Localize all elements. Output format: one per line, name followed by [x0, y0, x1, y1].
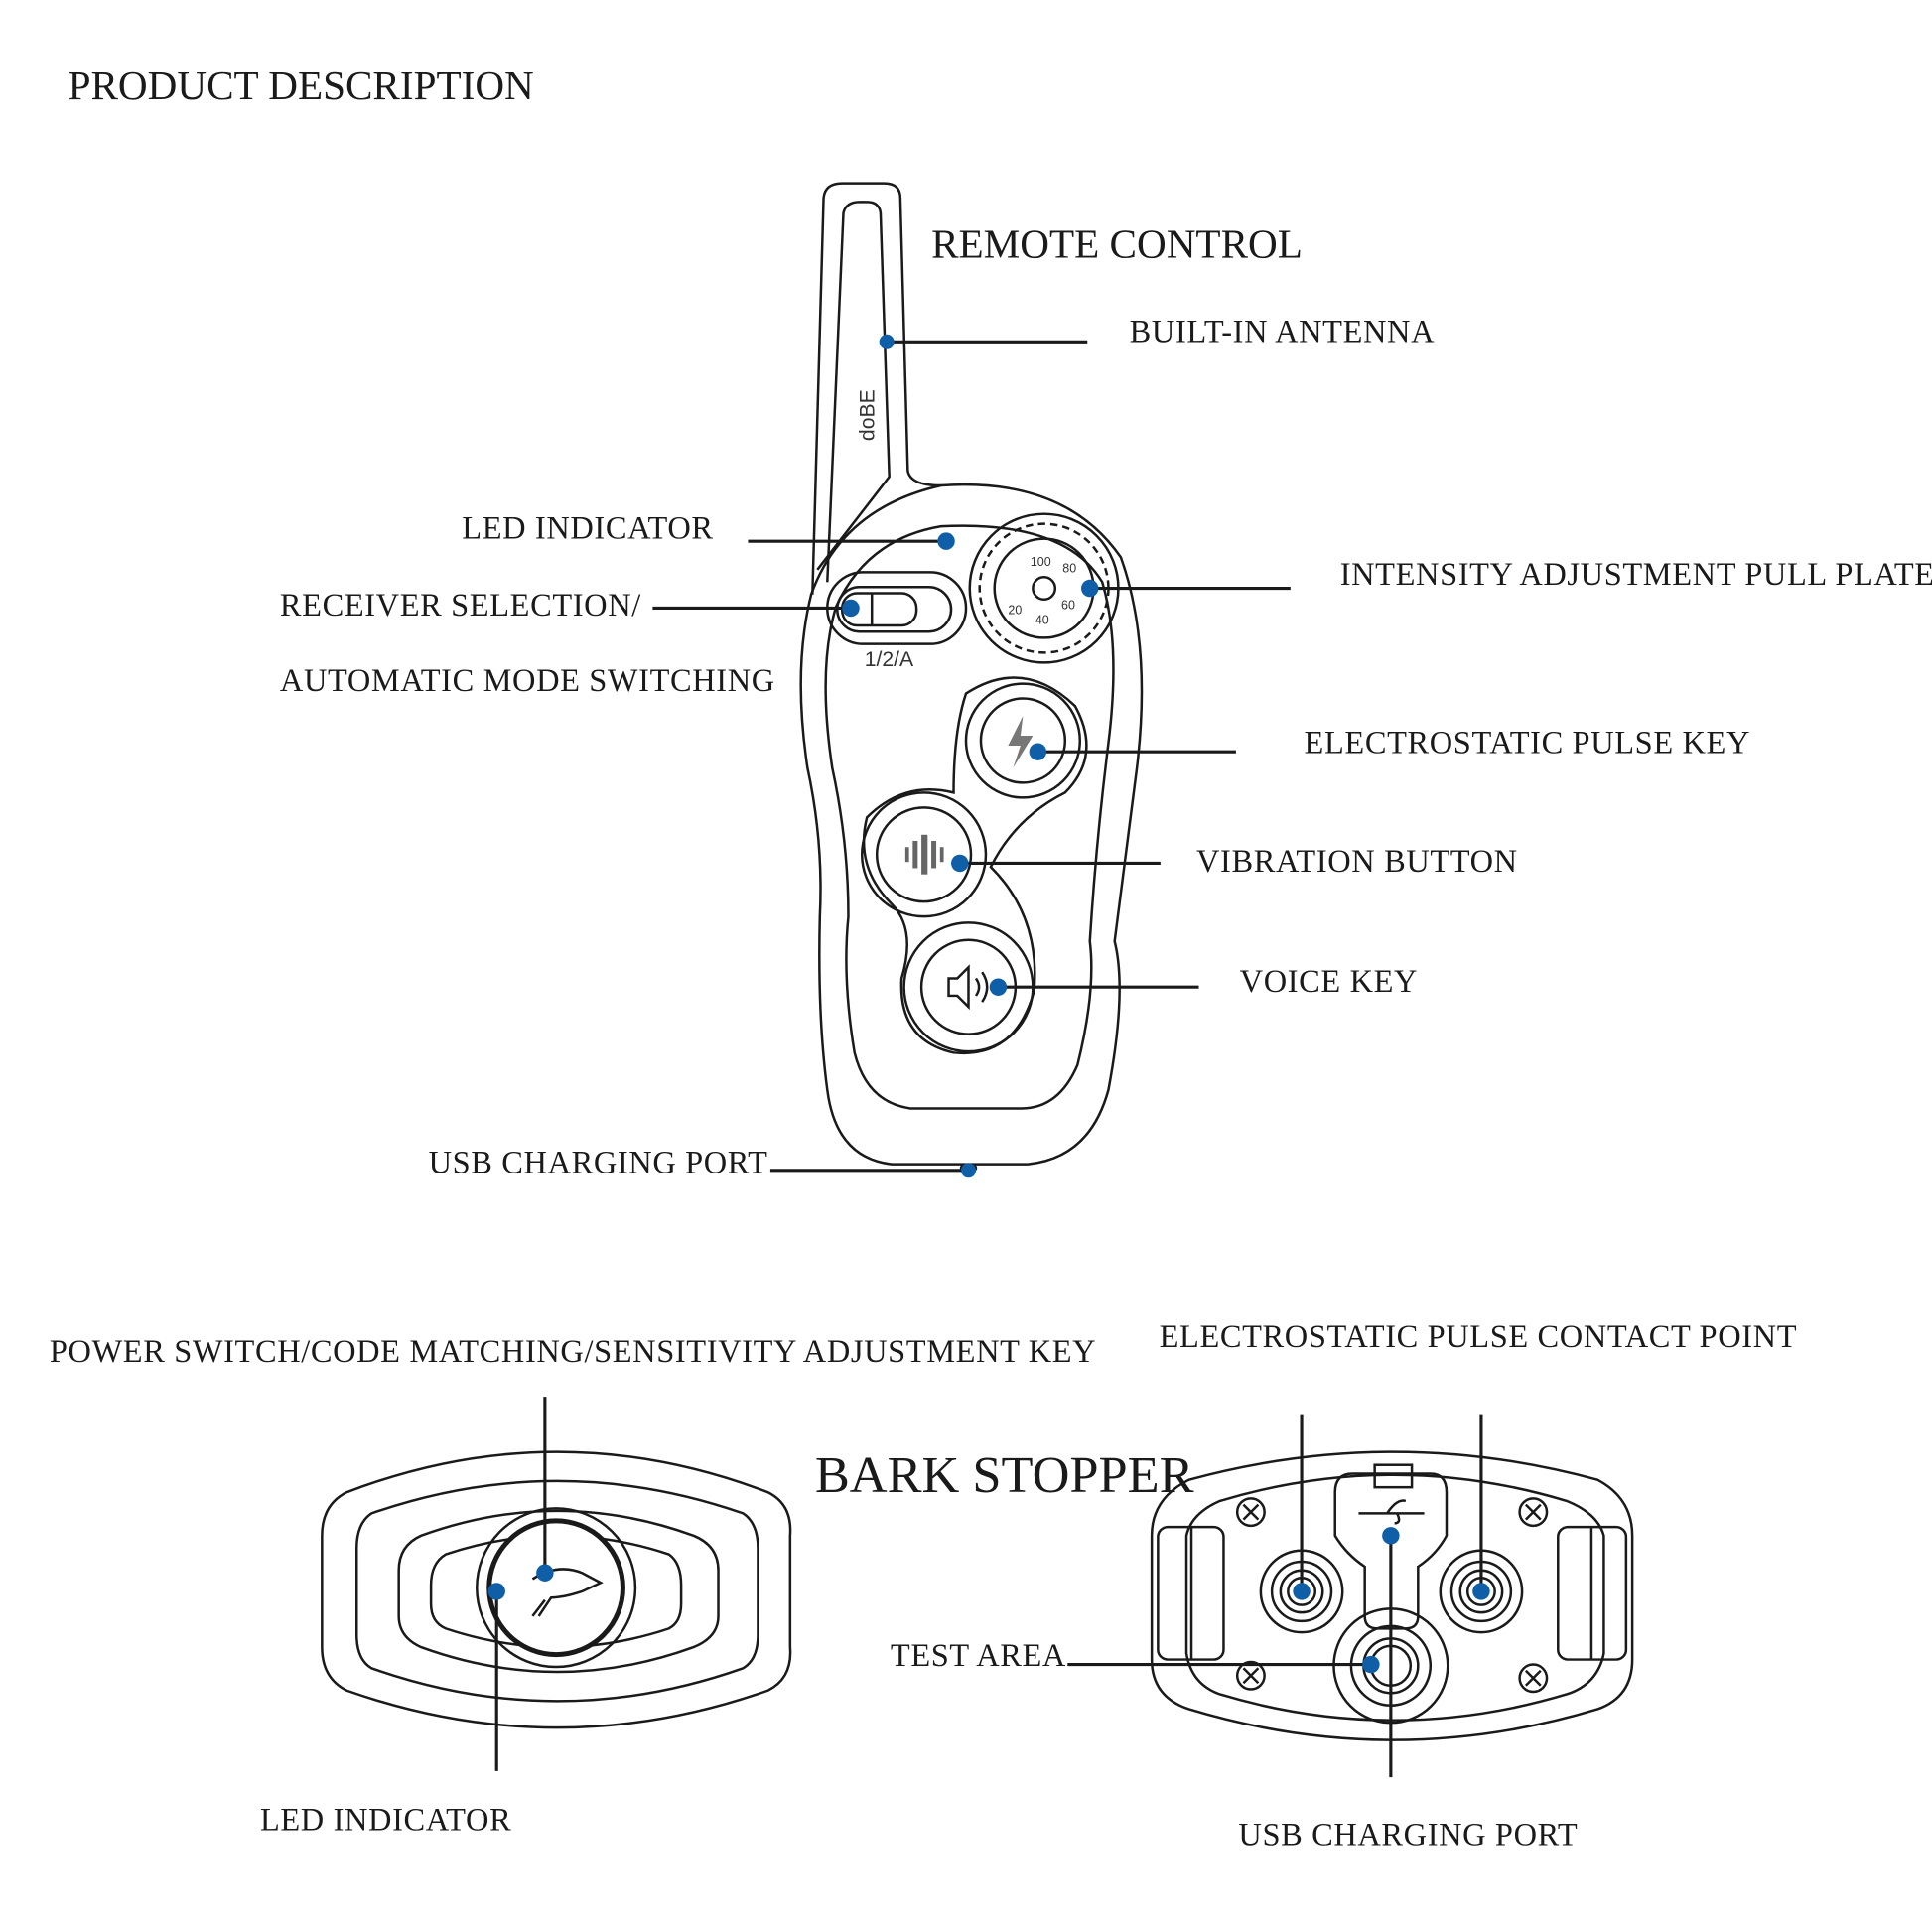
- callout-dot: [937, 532, 955, 550]
- callout-dot: [961, 1163, 976, 1178]
- screw-icon: [1235, 1497, 1266, 1528]
- label-collar-led: LED INDICATOR: [260, 1803, 511, 1839]
- label-contact-point: ELECTROSTATIC PULSE CONTACT POINT: [1160, 1319, 1798, 1355]
- callout-dot: [842, 599, 860, 618]
- label-power-switch: POWER SWITCH/CODE MATCHING/SENSITIVITY A…: [50, 1334, 1096, 1370]
- label-test-area: TEST AREA: [891, 1638, 1066, 1674]
- label-automatic-mode: AUTOMATIC MODE SWITCHING: [280, 663, 775, 699]
- screw-icon: [1235, 1660, 1266, 1691]
- label-led-indicator: LED INDICATOR: [462, 511, 713, 547]
- remote-heading: REMOTE CONTROL: [931, 220, 1303, 266]
- usb-cover-tab: [1373, 1463, 1414, 1489]
- screw-icon: [1518, 1497, 1549, 1528]
- callout-dot: [879, 334, 895, 349]
- collar-front-drawing: [321, 1450, 792, 1729]
- remote-body-outer: [799, 483, 1144, 1166]
- screw-icon: [1518, 1663, 1549, 1694]
- callout-dot: [1472, 1583, 1490, 1600]
- collar-back-outer: [1150, 1450, 1634, 1741]
- button-cluster-outline: [862, 676, 1088, 1055]
- power-key-ring: [476, 1507, 637, 1669]
- label-usb-port: USB CHARGING PORT: [429, 1145, 768, 1180]
- label-antenna: BUILT-IN ANTENNA: [1130, 314, 1435, 349]
- vibration-button-ring: [860, 791, 988, 918]
- speaker-icon: [947, 964, 989, 1011]
- pulse-key-face: [979, 697, 1067, 784]
- callout-dot: [1382, 1527, 1400, 1545]
- callout-dot: [536, 1564, 554, 1582]
- collar-back-drawing: [1150, 1450, 1634, 1741]
- callout-dot: [487, 1583, 505, 1600]
- collar-front-band-3: [429, 1534, 683, 1649]
- usb-icon: [1358, 1499, 1425, 1525]
- dial-mark: 60: [1061, 599, 1075, 613]
- callout-dot: [1293, 1583, 1311, 1600]
- remote-body-inner: [824, 524, 1115, 1110]
- vibration-icon: [904, 834, 944, 875]
- vibration-button[interactable]: [860, 791, 988, 918]
- brand-mark: doBE: [857, 389, 880, 441]
- collar-front-band-2: [397, 1509, 720, 1674]
- remote-callouts: BUILT-IN ANTENNA LED INDICATOR INTENSITY…: [280, 314, 1932, 1180]
- intensity-dial[interactable]: 100 80 60 40 20: [968, 512, 1120, 664]
- pulse-key-ring: [964, 682, 1082, 799]
- collar-front-outer: [321, 1450, 792, 1729]
- callout-dot: [1081, 579, 1099, 598]
- antenna-outline: [811, 182, 942, 595]
- callout-dot: [951, 854, 969, 873]
- dial-mark: 100: [1031, 555, 1051, 569]
- dial-mark: 80: [1062, 561, 1076, 575]
- collar-callouts: POWER SWITCH/CODE MATCHING/SENSITIVITY A…: [50, 1319, 1797, 1853]
- callout-dot: [1362, 1655, 1380, 1674]
- label-collar-usb: USB CHARGING PORT: [1238, 1818, 1578, 1854]
- label-pulse-key: ELECTROSTATIC PULSE KEY: [1305, 725, 1750, 760]
- callout-dot: [1029, 743, 1047, 760]
- antenna-inner: [816, 201, 891, 583]
- electrostatic-pulse-key[interactable]: [964, 682, 1082, 799]
- page-title: PRODUCT DESCRIPTION: [69, 63, 534, 108]
- label-receiver-selection: RECEIVER SELECTION/: [280, 588, 641, 623]
- collar-heading: BARK STOPPER: [815, 1447, 1194, 1504]
- collar-back-inner: [1184, 1473, 1605, 1722]
- label-intensity: INTENSITY ADJUSTMENT PULL PLATE: [1340, 557, 1932, 593]
- callout-dot: [989, 978, 1008, 996]
- label-voice-key: VOICE KEY: [1240, 964, 1418, 1000]
- vibration-button-face: [875, 806, 973, 903]
- dial-mark: 40: [1035, 614, 1049, 627]
- label-vibration: VIBRATION BUTTON: [1196, 844, 1518, 880]
- lightning-icon: [1008, 716, 1034, 768]
- power-key[interactable]: [486, 1518, 625, 1658]
- switch-label: 1/2/A: [865, 648, 914, 671]
- collar-front-band-1: [355, 1479, 759, 1703]
- dial-center: [1032, 576, 1057, 602]
- dial-mark: 20: [1008, 604, 1022, 618]
